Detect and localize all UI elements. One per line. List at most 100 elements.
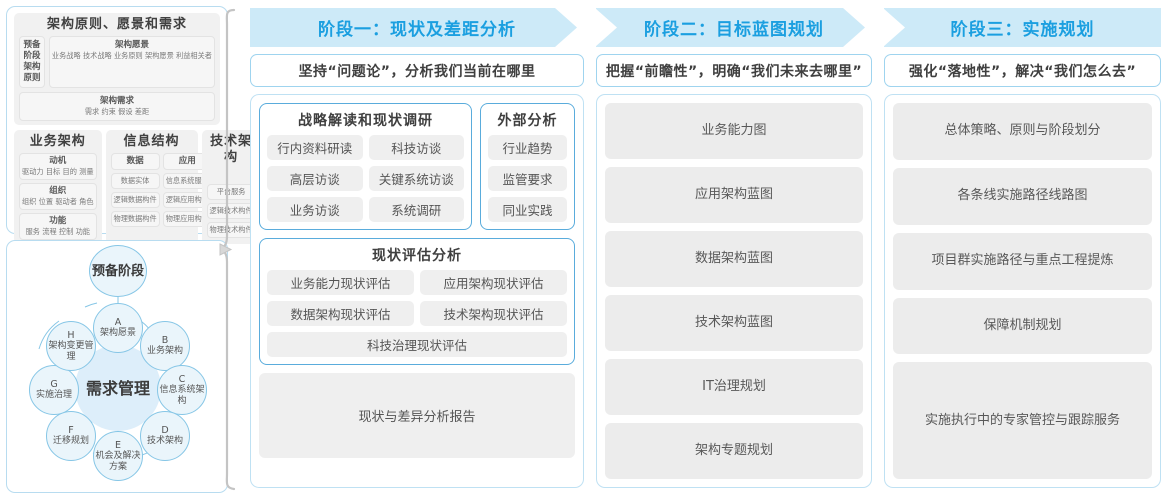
cell-data-entity: 数据实体 — [110, 173, 160, 189]
adm-diagram: 预备阶段 需求管理 A 架构愿景 B 业务架构 C 信息系统架构 — [7, 241, 229, 494]
phase-2-item-1[interactable]: 应用架构蓝图 — [605, 167, 863, 223]
external-analysis-title: 外部分析 — [497, 113, 558, 129]
architecture-requirements-title: 架构需求 — [99, 96, 134, 106]
phase-3-item-2[interactable]: 项目群实施路径与重点工程提炼 — [893, 232, 1152, 290]
current-state-assessment-chips: 业务能力现状评估 应用架构现状评估 数据架构现状评估 技术架构现状评估 科技治理… — [267, 270, 567, 357]
chip-assessment-0[interactable]: 业务能力现状评估 — [267, 270, 414, 295]
chip-strategy-1[interactable]: 科技访谈 — [368, 135, 464, 160]
phase-column-3: 阶段三：实施规划 强化“落地性”，解决“我们怎么去” 总体策略、原则与阶段划分 … — [883, 0, 1161, 488]
phase-1-subtitle: 坚持“问题论”，分析我们当前在哪里 — [250, 54, 584, 87]
external-analysis-card: 外部分析 行业趋势 监管要求 同业实践 — [480, 103, 575, 230]
gap-analysis-report-chip[interactable]: 现状与差异分析报告 — [259, 373, 575, 458]
togaf-content-framework-card: 架构原则、愿景和需求 预备阶段 架构原则 架构愿景 业务战略 技术战略 业务原则… — [6, 6, 261, 297]
phase-3-header-label: 阶段三：实施规划 — [950, 20, 1095, 40]
chevron-right-icon — [843, 8, 873, 47]
chip-strategy-3[interactable]: 关键系统访谈 — [368, 166, 464, 191]
strategy-research-chips: 行内资料研读 科技访谈 高层访谈 关键系统访谈 业务访谈 系统调研 — [267, 135, 464, 222]
brace-connector — [219, 8, 236, 491]
chevron-notch-icon — [883, 8, 905, 47]
framework-main-title: 架构原则、愿景和需求 — [46, 17, 187, 32]
chip-assessment-1[interactable]: 应用架构现状评估 — [420, 270, 567, 295]
cell-organization: 组织 组织 位置 驱动者 角色 — [19, 183, 97, 210]
external-analysis-chips: 行业趋势 监管要求 同业实践 — [488, 135, 567, 222]
data-column: 数据 数据实体 逻辑数据构件 物理数据构件 — [110, 153, 160, 227]
chip-strategy-0[interactable]: 行内资料研读 — [267, 135, 363, 160]
cell-physical-data-component: 物理数据构件 — [110, 211, 160, 227]
chip-external-0[interactable]: 行业趋势 — [488, 135, 567, 160]
chip-external-2[interactable]: 同业实践 — [488, 197, 567, 222]
chevron-tip-icon — [1132, 8, 1154, 47]
cell-function: 功能 服务 流程 控制 功能 — [19, 213, 97, 240]
chip-external-1[interactable]: 监管要求 — [488, 166, 567, 191]
left-panel: 架构原则、愿景和需求 预备阶段 架构原则 架构愿景 业务战略 技术战略 业务原则… — [6, 6, 261, 493]
information-structure-group: 信息结构 数据 数据实体 逻辑数据构件 — [105, 130, 212, 244]
phase-3-item-3[interactable]: 保障机制规划 — [893, 297, 1152, 355]
phase-3-item-4[interactable]: 实施执行中的专家管控与跟踪服务 — [893, 362, 1152, 479]
architecture-vision-items: 业务战略 技术战略 业务原则 架构愿景 利益相关者 — [51, 51, 212, 60]
prep-phase-title: 预备阶段 — [23, 40, 41, 61]
phase-1-header: 阶段一：现状及差距分析 — [250, 8, 585, 47]
phase-1-header-label: 阶段一：现状及差距分析 — [318, 20, 516, 40]
phase-2-item-4[interactable]: IT治理规划 — [605, 359, 863, 415]
phase-1-body: 战略解读和现状调研 行内资料研读 科技访谈 高层访谈 关键系统访谈 业务访谈 系… — [250, 94, 584, 488]
adm-node-f[interactable]: F 迁移规划 — [46, 411, 96, 461]
framework-top-group: 架构原则、愿景和需求 预备阶段 架构原则 架构愿景 业务战略 技术战略 业务原则… — [14, 13, 220, 125]
cell-data-head: 数据 — [110, 153, 160, 170]
business-architecture-cells: 动机 驱动力 目标 目的 测量 组织 组织 位置 驱动者 角色 功能 服务 流程… — [19, 153, 97, 240]
business-architecture-group: 业务架构 动机 驱动力 目标 目的 测量 组织 组织 位置 驱动者 角色 功能 — [14, 130, 102, 244]
framework-vision-row: 预备阶段 架构原则 架构愿景 业务战略 技术战略 业务原则 架构愿景 利益相关者 — [19, 36, 215, 88]
phase-3-item-0[interactable]: 总体策略、原则与阶段划分 — [893, 103, 1152, 160]
phase-2-item-3[interactable]: 技术架构蓝图 — [605, 295, 863, 351]
cell-physical-application-component: 物理应用构件 — [162, 211, 212, 227]
phase-3-header: 阶段三：实施规划 — [883, 8, 1161, 47]
business-architecture-title: 业务架构 — [29, 134, 86, 149]
information-structure-title: 信息结构 — [123, 134, 180, 149]
chip-strategy-5[interactable]: 系统调研 — [368, 197, 464, 222]
architecture-vision-box: 架构愿景 业务战略 技术战略 业务原则 架构愿景 利益相关者 — [48, 36, 215, 88]
architecture-requirements-box: 架构需求 需求 约束 假设 差距 — [19, 92, 215, 121]
adm-node-h[interactable]: H 架构变更管理 — [46, 321, 96, 371]
phase-2-header-label: 阶段二：目标蓝图规划 — [644, 20, 824, 40]
chip-strategy-2[interactable]: 高层访谈 — [267, 166, 363, 191]
current-state-assessment-title: 现状评估分析 — [372, 248, 462, 264]
application-column: 应用 信息系统服务 逻辑应用构件 物理应用构件 — [162, 153, 212, 227]
phase-column-1: 阶段一：现状及差距分析 坚持“问题论”，分析我们当前在哪里 战略解读和现状调研 … — [250, 0, 585, 488]
technology-architecture-cells: 平台服务 逻辑技术构件 物理技术构件 — [206, 184, 256, 238]
chevron-right-icon — [555, 8, 585, 47]
adm-node-prep[interactable]: 预备阶段 — [89, 245, 147, 297]
architecture-vision-title: 架构愿景 — [114, 40, 149, 50]
adm-node-e[interactable]: E 机会及解决方案 — [93, 431, 143, 481]
chip-assessment-governance[interactable]: 科技治理现状评估 — [267, 332, 567, 357]
prep-phase-box: 预备阶段 架构原则 — [19, 36, 45, 88]
phase-2-subtitle: 把握“前瞻性”，明确“我们未来去哪里” — [596, 54, 872, 87]
cell-motivation: 动机 驱动力 目标 目的 测量 — [19, 153, 97, 180]
adm-node-b[interactable]: B 业务架构 — [140, 321, 190, 371]
chip-strategy-4[interactable]: 业务访谈 — [267, 197, 363, 222]
phase-2-item-5[interactable]: 架构专题规划 — [605, 423, 863, 479]
phase-2-body: 业务能力图 应用架构蓝图 数据架构蓝图 技术架构蓝图 IT治理规划 架构专题规划 — [596, 94, 872, 488]
phase-2-item-2[interactable]: 数据架构蓝图 — [605, 231, 863, 287]
chip-assessment-2[interactable]: 数据架构现状评估 — [267, 301, 414, 326]
chip-assessment-3[interactable]: 技术架构现状评估 — [420, 301, 567, 326]
phase-column-2: 阶段二：目标蓝图规划 把握“前瞻性”，明确“我们未来去哪里” 业务能力图 应用架… — [595, 0, 873, 488]
chevron-notch-icon — [595, 8, 617, 47]
cell-logical-data-component: 逻辑数据构件 — [110, 192, 160, 208]
adm-node-d[interactable]: D 技术架构 — [140, 411, 190, 461]
information-structure-cells: 数据 数据实体 逻辑数据构件 物理数据构件 — [110, 153, 212, 227]
framework-domain-columns: 业务架构 动机 驱动力 目标 目的 测量 组织 组织 位置 驱动者 角色 功能 — [14, 130, 261, 244]
adm-node-c[interactable]: C 信息系统架构 — [157, 365, 207, 415]
adm-node-g[interactable]: G 实施治理 — [29, 365, 79, 415]
current-state-assessment-card: 现状评估分析 业务能力现状评估 应用架构现状评估 数据架构现状评估 技术架构现状… — [259, 238, 575, 365]
adm-cycle-card: 预备阶段 需求管理 A 架构愿景 B 业务架构 C 信息系统架构 — [6, 240, 228, 493]
phase-1-top-row: 战略解读和现状调研 行内资料研读 科技访谈 高层访谈 关键系统访谈 业务访谈 系… — [259, 103, 575, 230]
strategy-research-title: 战略解读和现状调研 — [298, 113, 433, 129]
prep-phase-sub: 架构原则 — [23, 62, 41, 83]
phase-2-item-0[interactable]: 业务能力图 — [605, 103, 863, 159]
architecture-requirements-items: 需求 约束 假设 差距 — [84, 107, 150, 116]
phase-3-subtitle: 强化“落地性”，解决“我们怎么去” — [884, 54, 1161, 87]
adm-node-a[interactable]: A 架构愿景 — [93, 303, 143, 353]
phase-3-body: 总体策略、原则与阶段划分 各条线实施路径线路图 项目群实施路径与重点工程提炼 保… — [884, 94, 1161, 488]
phase-3-item-1[interactable]: 各条线实施路径线路图 — [893, 167, 1152, 225]
strategy-research-card: 战略解读和现状调研 行内资料研读 科技访谈 高层访谈 关键系统访谈 业务访谈 系… — [259, 103, 472, 230]
